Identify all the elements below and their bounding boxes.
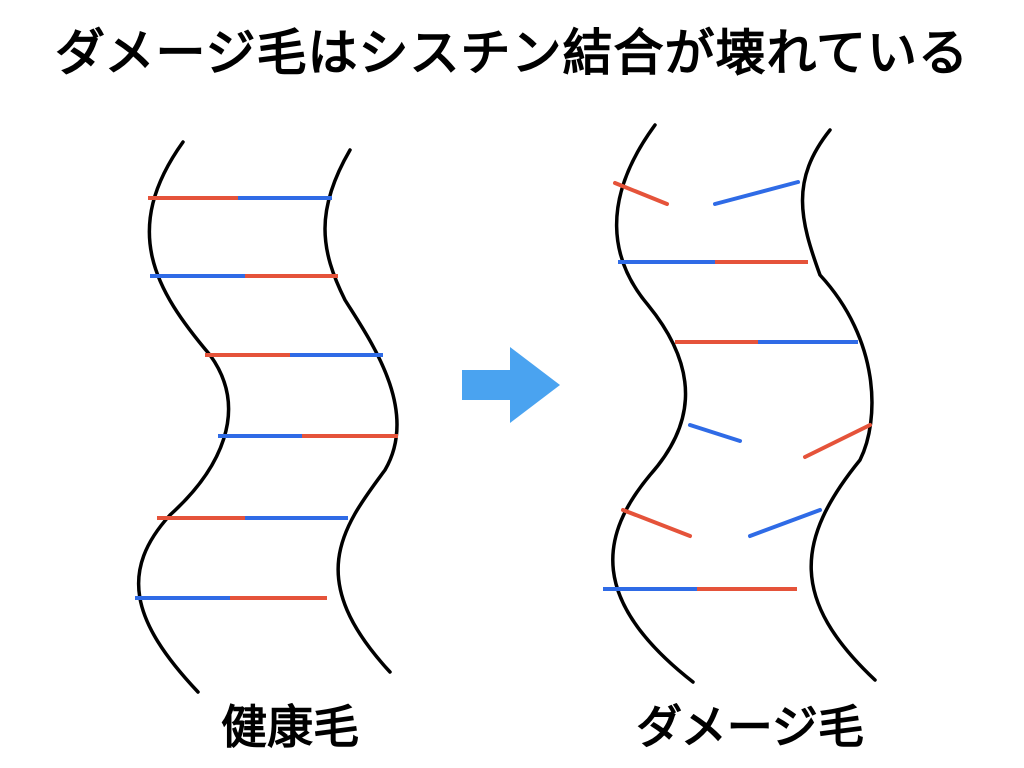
damaged-broken-bond-5	[621, 508, 822, 538]
damaged-left-strand	[611, 123, 695, 684]
right-arrow-icon	[462, 347, 560, 423]
page-title: ダメージ毛はシスチン結合が壊れている	[55, 24, 969, 82]
damaged-right-strand	[800, 128, 877, 682]
damaged-hair-figure	[603, 123, 877, 684]
damaged-broken-bond-4	[688, 423, 872, 459]
healthy-hair-figure	[135, 140, 399, 694]
healthy-left-strand	[136, 140, 231, 694]
damaged-broken-bond-1	[613, 180, 800, 206]
healthy-hair-label: 健康毛	[221, 700, 359, 754]
damaged-hair-label: ダメージ毛	[636, 700, 864, 754]
healthy-right-strand	[323, 148, 399, 674]
